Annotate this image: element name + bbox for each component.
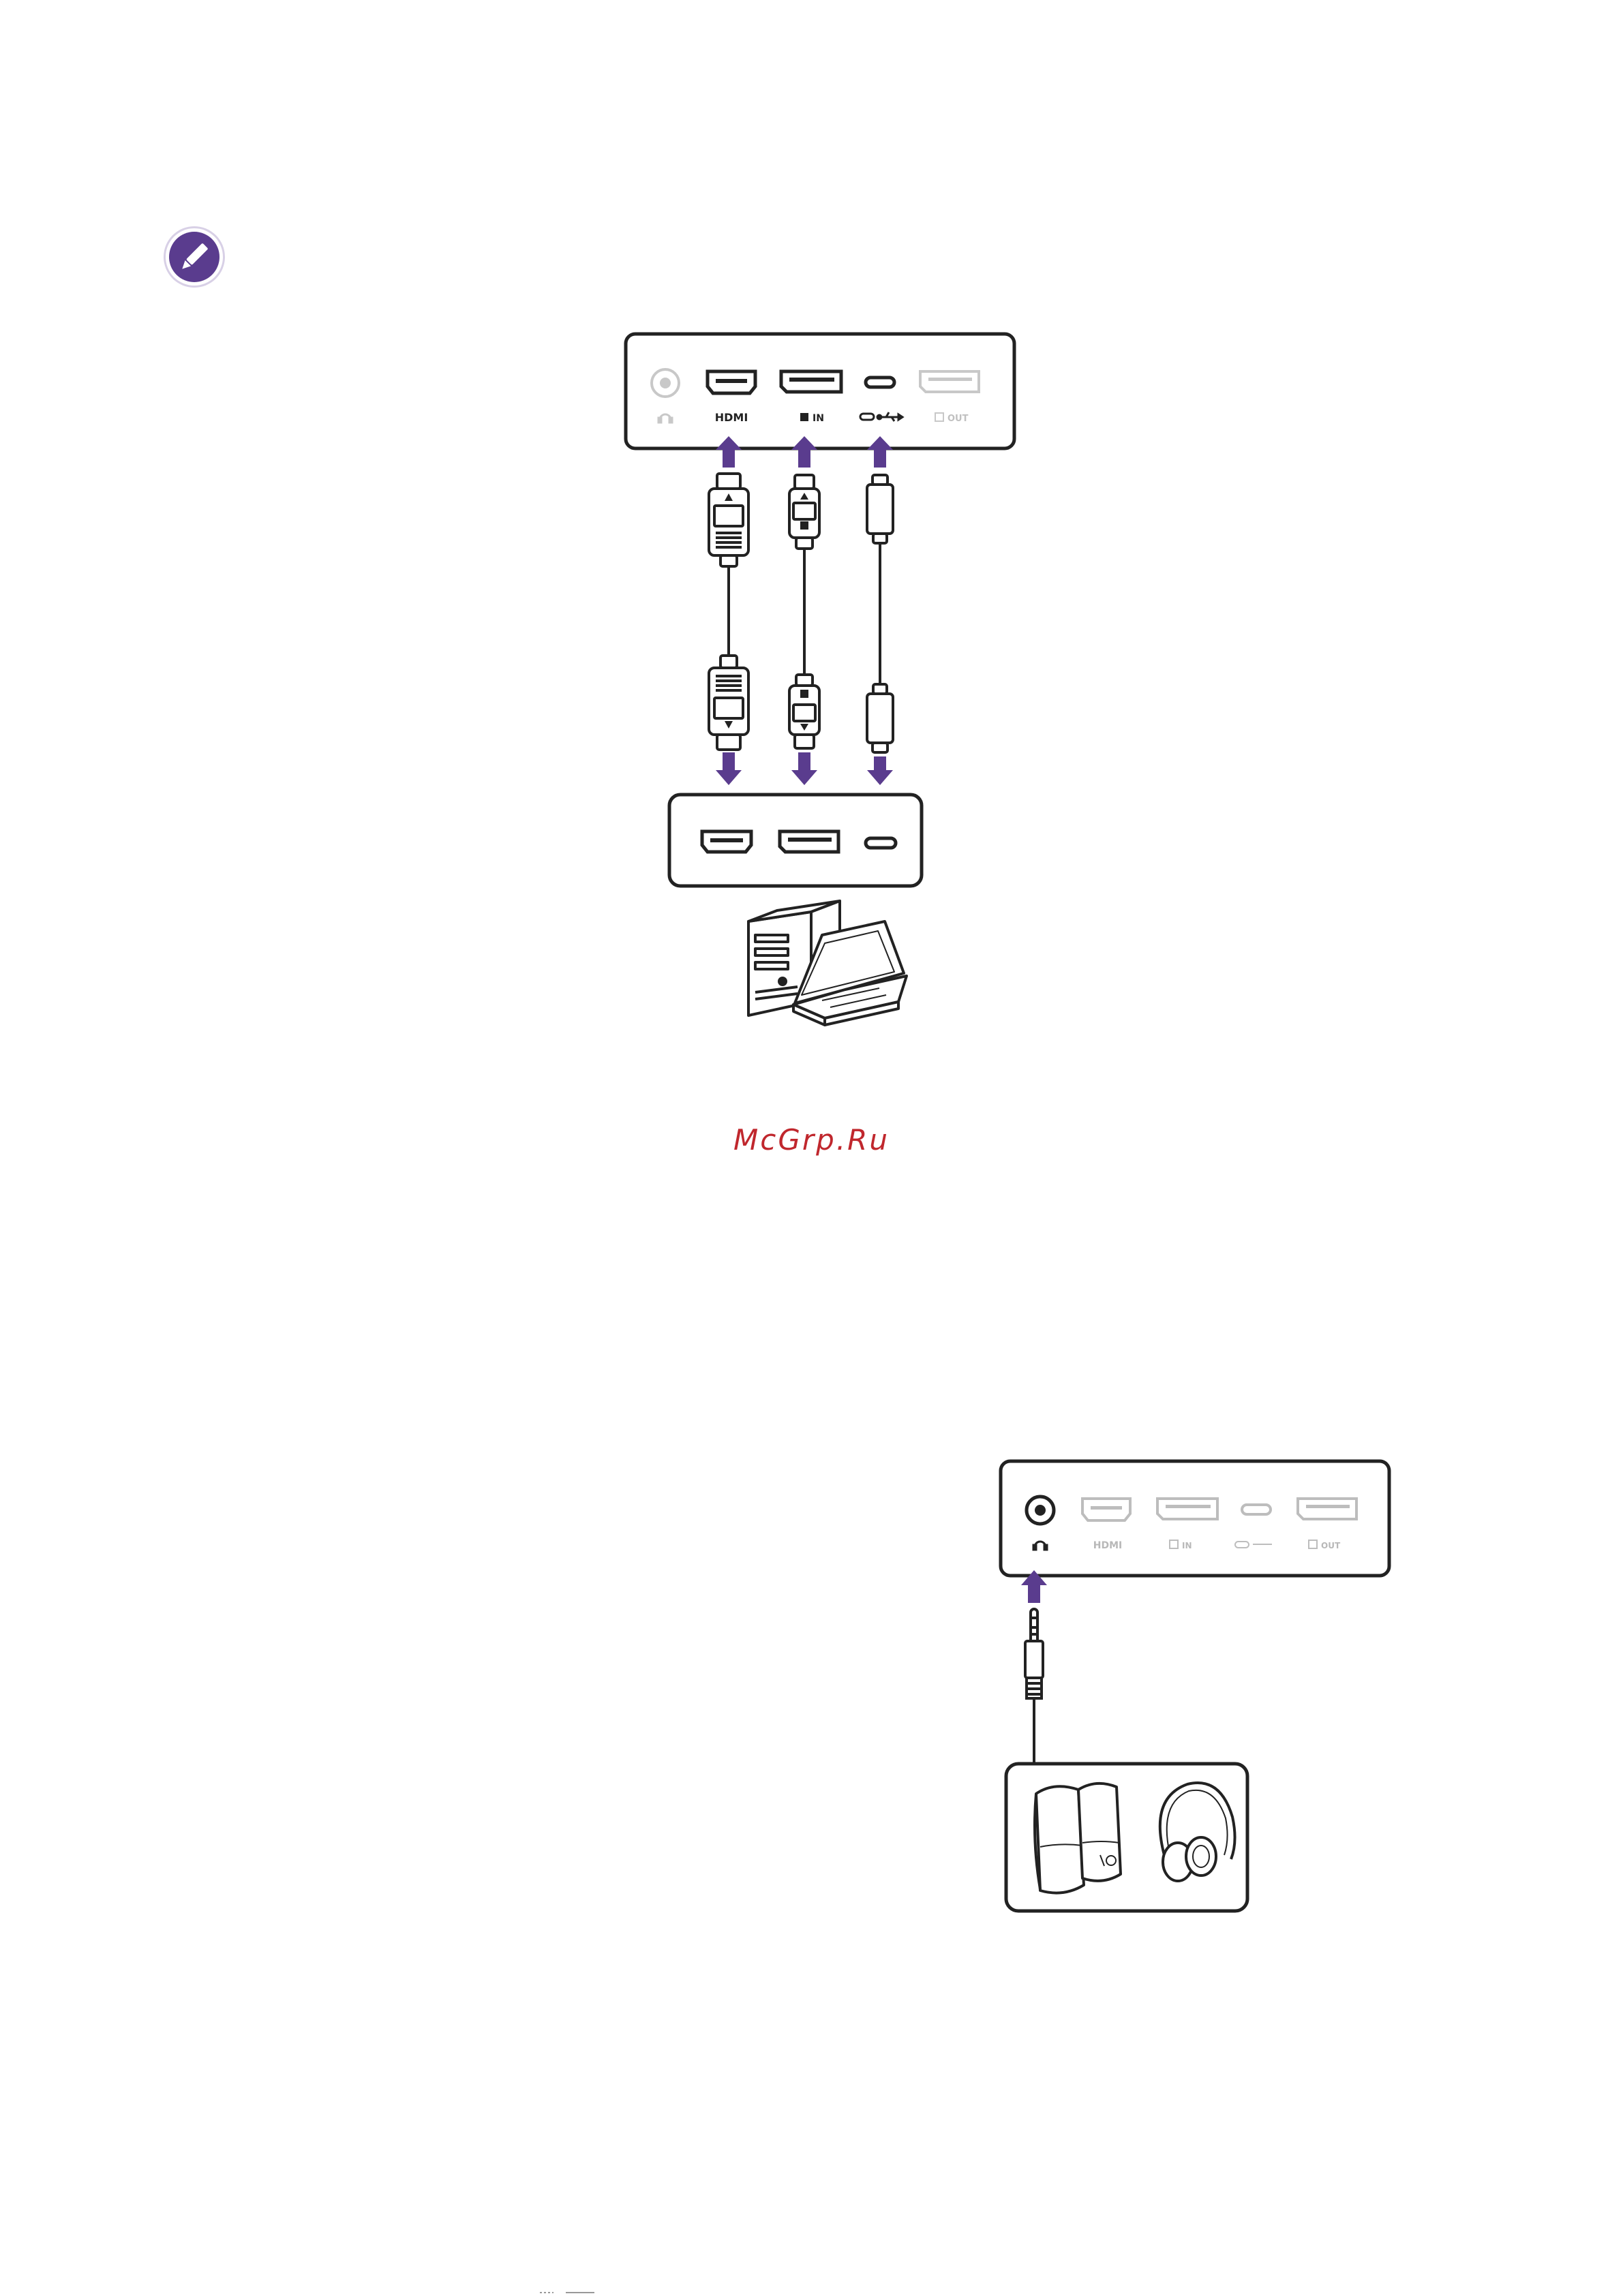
figure-video-connections: HDMI IN bbox=[626, 334, 1014, 1025]
dp-out-label: OUT bbox=[947, 414, 969, 424]
watermark-text: McGrp.Ru bbox=[0, 1123, 1623, 1157]
displayport-cable bbox=[789, 475, 819, 748]
usbc-port-faded bbox=[1242, 1505, 1271, 1514]
computer-port-panel bbox=[669, 795, 922, 886]
monitor-port-panel-audio: HDMI IN OUT bbox=[1001, 1461, 1389, 1576]
hdmi-label-faded: HDMI bbox=[1093, 1540, 1122, 1551]
dp-in-label-faded: IN bbox=[1182, 1541, 1192, 1550]
dp-out-label-faded: OUT bbox=[1321, 1541, 1341, 1550]
displayport-in-port-faded bbox=[1157, 1499, 1217, 1519]
computer-usbc-port bbox=[866, 838, 896, 848]
figure-audio-connection: HDMI IN OUT bbox=[1001, 1461, 1389, 1911]
hdmi-cable bbox=[709, 474, 748, 750]
audio-jack-cable bbox=[1025, 1609, 1043, 1764]
arrow-down-icons bbox=[716, 752, 893, 785]
dp-in-label: IN bbox=[813, 413, 824, 424]
speaker-icon-2 bbox=[1078, 1784, 1121, 1881]
monitor-port-panel: HDMI IN bbox=[626, 334, 1014, 448]
displayport-icon bbox=[800, 413, 808, 421]
usbc-cable bbox=[867, 475, 893, 752]
speaker-icon bbox=[1035, 1786, 1084, 1893]
displayport-out-port-faded bbox=[1298, 1499, 1356, 1519]
hdmi-port-label: HDMI bbox=[715, 411, 748, 424]
audio-devices-panel bbox=[1006, 1764, 1247, 1911]
computer-laptop-icon bbox=[748, 901, 907, 1025]
